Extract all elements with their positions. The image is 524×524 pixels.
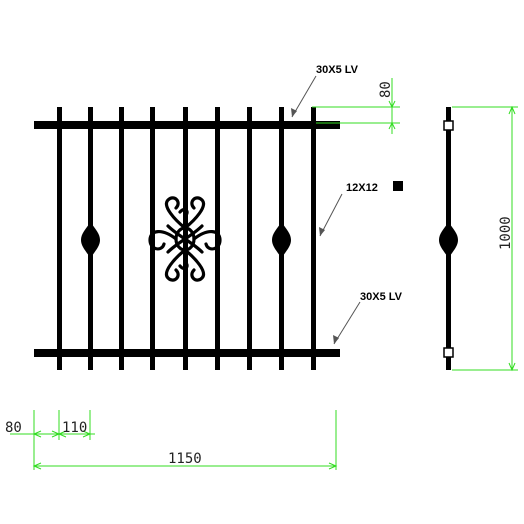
height-dimension: 1000 <box>498 216 514 250</box>
side-view <box>439 107 458 370</box>
width-dimension: 1150 <box>168 451 202 467</box>
knuckle-ornament <box>81 222 100 258</box>
side-knuckle <box>439 222 458 258</box>
side-rail-bottom <box>443 347 454 358</box>
picket <box>247 107 252 370</box>
top-rail-label: 30X5 LV <box>316 64 359 76</box>
top-offset-dimension: 80 <box>378 81 394 98</box>
picket <box>215 107 220 370</box>
bottom-rail-label: 30X5 LV <box>360 291 403 303</box>
knuckle-ornament <box>272 222 291 258</box>
left-offset-dimension: 80 <box>5 420 22 436</box>
picket-section-symbol <box>393 181 403 191</box>
picket <box>119 107 124 370</box>
picket <box>150 107 155 370</box>
leader-lines <box>291 75 361 345</box>
picket-label: 12X12 <box>346 182 378 194</box>
dimension-lines <box>10 78 518 470</box>
picket <box>311 107 316 370</box>
scroll-ornament <box>148 196 222 282</box>
side-rail-top <box>443 120 454 131</box>
spacing-dimension: 110 <box>62 420 87 436</box>
picket <box>57 107 62 370</box>
